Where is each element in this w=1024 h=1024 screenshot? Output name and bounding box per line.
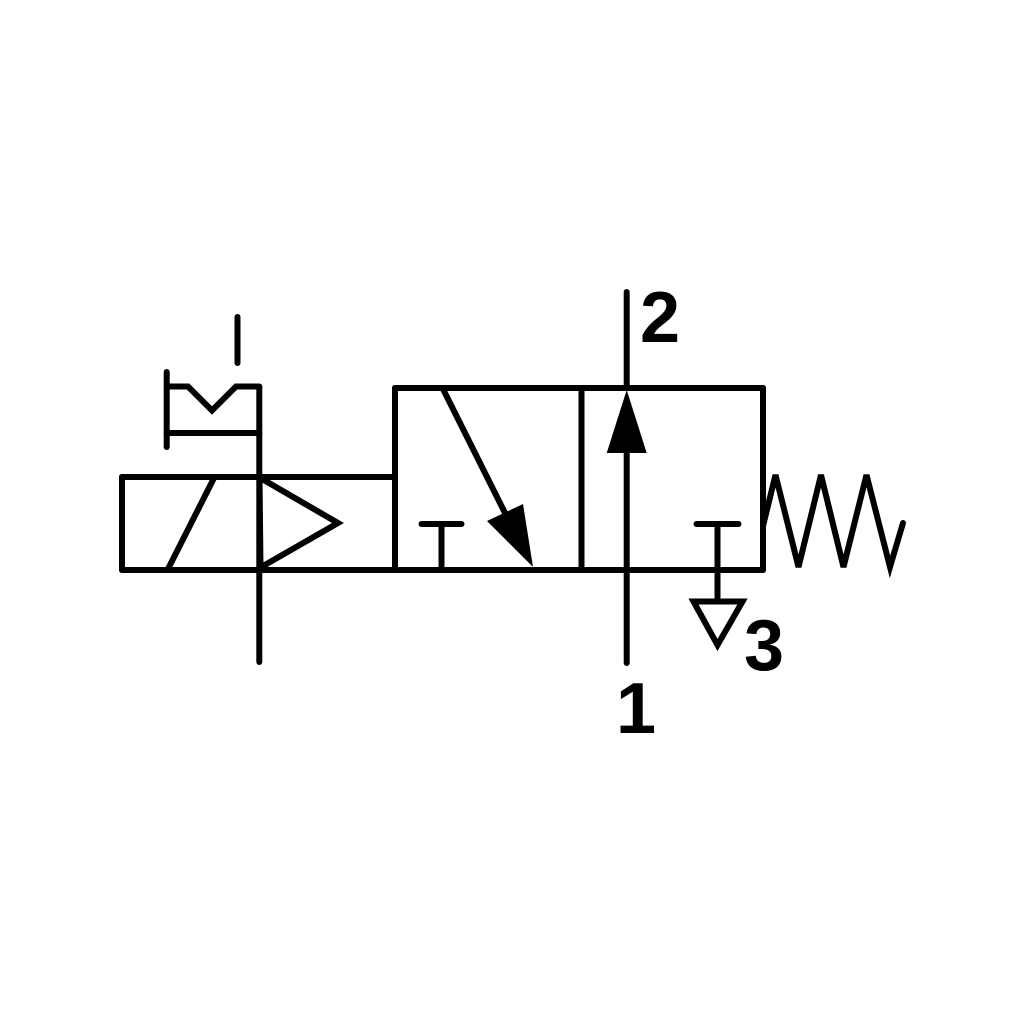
override-notch-top: [163, 383, 263, 415]
exhaust-triangle-icon: [688, 598, 748, 652]
up-flow-arrowhead: [606, 390, 647, 453]
port-1-label: 1: [616, 669, 656, 749]
position-left-flow-closed: [418, 386, 533, 573]
port-2-label: 2: [640, 278, 680, 358]
pilot-triangle-icon: [256, 472, 345, 573]
diagonal-flow-arrow-shaft: [440, 386, 508, 516]
position-right-flow-open: [606, 390, 742, 605]
port-labels: 2 1 3: [616, 278, 784, 749]
return-spring-icon: [760, 474, 906, 579]
port-3-label: 3: [744, 606, 784, 686]
manual-override-symbol: [163, 314, 263, 450]
diagonal-flow-arrowhead: [487, 504, 533, 567]
valve-symbol: [119, 289, 906, 666]
solenoid-pilot-actuator: [119, 384, 398, 665]
solenoid-coil-diagonal: [165, 476, 217, 571]
